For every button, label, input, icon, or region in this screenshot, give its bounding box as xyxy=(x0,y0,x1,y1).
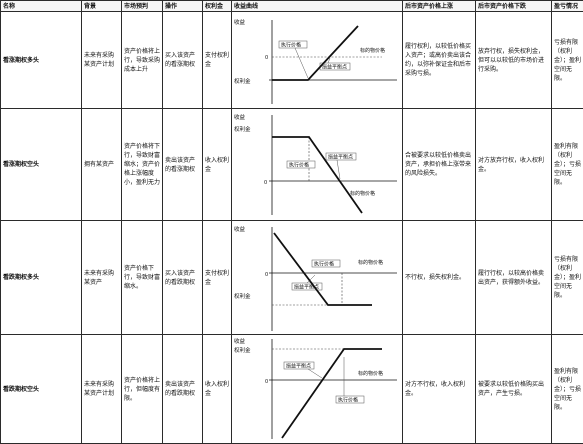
header-row: 名称 背景 市场预判 操作 权利金 收益曲线 后市资产价格上涨 后市资产价格下跌… xyxy=(1,1,583,12)
x-axis-label: 标的物价格 xyxy=(358,370,383,377)
fall-cell: 履行行权，以较高价格卖出资产，获得额外收益。 xyxy=(476,221,552,335)
origin-label: 0 xyxy=(265,379,268,385)
strategy-name: 看涨期权多头 xyxy=(1,12,82,109)
origin-label: 0 xyxy=(265,55,268,61)
breakeven-label: 损益平衡点 xyxy=(322,64,347,71)
table-row: 看跌期权多头 未来有采购某资产 资产价格下行，导致财富缩水。 买入该资产的看跌期… xyxy=(1,221,583,335)
breakeven-pointer xyxy=(308,369,322,378)
origin-label: 0 xyxy=(264,180,267,186)
breakeven-pointer xyxy=(337,160,340,179)
rise-cell: 对方不行权，收入权利金。 xyxy=(403,335,476,444)
premium-cell: 收入权利金 xyxy=(203,335,232,444)
x-axis-label: 标的物价格 xyxy=(350,190,375,197)
payoff-chart-cell: 收益 权利金 0 执行价格 损益平衡点 标的物价格 xyxy=(232,221,403,335)
payoff-line xyxy=(272,137,362,213)
col-header-premium: 权利金 xyxy=(203,1,232,12)
col-header-name: 名称 xyxy=(1,1,82,12)
payoff-line xyxy=(274,233,372,305)
y-axis-label: 收益 xyxy=(234,337,246,345)
rise-cell: 履行权利，以较低价格买入资产；或高价卖出该合约，以弥补保证金和后市采购亏损。 xyxy=(403,12,476,109)
operation-cell: 买入该资产的看跌期权 xyxy=(163,221,203,335)
pnl-cell: 盈利有限（权利金）；亏损空间无限。 xyxy=(552,109,583,221)
background-cell: 未来有采购某资产 xyxy=(82,221,122,335)
col-header-fall: 后市资产价格下跌 xyxy=(476,1,552,12)
x-axis-label: 标的物价格 xyxy=(360,47,385,54)
strike-label: 执行价格 xyxy=(289,162,309,169)
payoff-chart-cell: 收益 权利金 0 损益平衡点 执行价格 标的物价格 xyxy=(232,335,403,444)
rise-cell: 不行权，损失权利金。 xyxy=(403,221,476,335)
forecast-cell: 资产价格将下行，导致财富缩水；资产价格上涨幅度小，盈利无力 xyxy=(122,109,163,221)
y-axis-label: 收益 xyxy=(234,225,246,233)
x-axis-label: 标的物价格 xyxy=(358,259,383,266)
fall-cell: 被要求以较低价格购买出资产，产生亏损。 xyxy=(476,335,552,444)
premium-cell: 支付权利金 xyxy=(203,12,232,109)
fall-cell: 放弃行权，损失权利金，但可以以较低的市场价进行采购。 xyxy=(476,12,552,109)
pnl-cell: 盈利有限（权利金）；亏损空间无限。 xyxy=(552,335,583,444)
col-header-forecast: 市场预判 xyxy=(122,1,163,12)
premium-label: 权利金 xyxy=(234,346,251,354)
breakeven-label: 损益平衡点 xyxy=(286,363,311,370)
premium-label: 权利金 xyxy=(234,77,251,85)
strike-label: 执行价格 xyxy=(281,42,301,49)
col-header-payoff: 收益曲线 xyxy=(232,1,403,12)
col-header-rise: 后市资产价格上涨 xyxy=(403,1,476,12)
y-axis-label: 收益 xyxy=(234,113,246,121)
y-axis-label: 收益 xyxy=(234,18,246,26)
operation-cell: 卖出该资产的看涨期权 xyxy=(163,109,203,221)
table-row: 看涨期权多头 未来有采购某资产计划 资产价格将上行，导致采购成本上升 买入该资产… xyxy=(1,12,583,109)
operation-cell: 卖出该资产的看跌期权 xyxy=(163,335,203,444)
background-cell: 拥有某资产 xyxy=(82,109,122,221)
payoff-line xyxy=(272,26,358,80)
pnl-cell: 亏损有限（权利金）；盈利空间无限。 xyxy=(552,12,583,109)
operation-cell: 买入该资产的看涨期权 xyxy=(163,12,203,109)
table-row: 看跌期权空头 未来有采购某资产计划 资产价格将上行，但幅度有限。 卖出该资产的看… xyxy=(1,335,583,444)
pnl-cell: 亏损有限（权利金）；盈利空间无限。 xyxy=(552,221,583,335)
col-header-operation: 操作 xyxy=(163,1,203,12)
background-cell: 未来有采购某资产计划 xyxy=(82,12,122,109)
premium-label: 权利金 xyxy=(234,125,251,133)
forecast-cell: 资产价格将上行，导致采购成本上升 xyxy=(122,12,163,109)
strike-label: 执行价格 xyxy=(314,261,334,268)
strategy-name: 看涨期权空头 xyxy=(1,109,82,221)
premium-cell: 支付权利金 xyxy=(203,221,232,335)
strategy-name: 看跌期权空头 xyxy=(1,335,82,444)
strike-pointer xyxy=(295,48,308,78)
payoff-chart: 收益 权利金 0 执行价格 损益平衡点 标的物价格 xyxy=(232,12,403,108)
payoff-chart: 收益 权利金 0 执行价格 损益平衡点 标的物价格 xyxy=(232,221,403,334)
fall-cell: 对方放弃行权，收入权利金。 xyxy=(476,109,552,221)
premium-cell: 收入权利金 xyxy=(203,109,232,221)
forecast-cell: 资产价格将上行，但幅度有限。 xyxy=(122,335,163,444)
forecast-cell: 资产价格下行，导致财富缩水。 xyxy=(122,221,163,335)
payoff-chart: 收益 权利金 0 执行价格 损益平衡点 标的物价格 xyxy=(232,109,403,220)
col-header-background: 背景 xyxy=(82,1,122,12)
premium-label: 权利金 xyxy=(234,292,251,300)
origin-label: 0 xyxy=(265,272,268,278)
table-row: 看涨期权空头 拥有某资产 资产价格将下行，导致财富缩水；资产价格上涨幅度小，盈利… xyxy=(1,109,583,221)
payoff-chart: 收益 权利金 0 损益平衡点 执行价格 标的物价格 xyxy=(232,335,403,443)
strategy-name: 看跌期权多头 xyxy=(1,221,82,335)
payoff-chart-cell: 收益 权利金 0 执行价格 损益平衡点 标的物价格 xyxy=(232,109,403,221)
col-header-pnl: 盈亏情况 xyxy=(552,1,583,12)
background-cell: 未来有采购某资产计划 xyxy=(82,335,122,444)
breakeven-label: 损益平衡点 xyxy=(328,154,353,161)
payoff-chart-cell: 收益 权利金 0 执行价格 损益平衡点 标的物价格 xyxy=(232,12,403,109)
rise-cell: 合被要求以较低价格卖出资产，承担价格上涨带来的风险损失。 xyxy=(403,109,476,221)
strike-label: 执行价格 xyxy=(338,397,358,404)
